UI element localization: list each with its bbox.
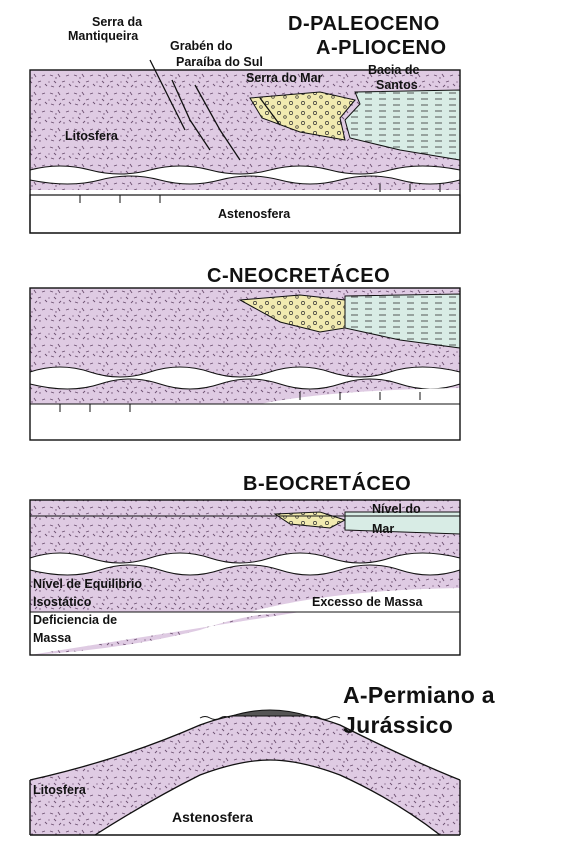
label-paraiba-do-sul: Paraíba do Sul (176, 56, 263, 69)
label-nivel-equilibrio: Nível de Equilibrio (33, 578, 142, 591)
label-graben-do: Grabén do (170, 40, 233, 53)
label-isostatico: Isostático (33, 596, 91, 609)
label-massa: Massa (33, 632, 71, 645)
label-nivel-do: Nível do (372, 503, 421, 516)
panel-d-title-line2: A-PLIOCENO (316, 38, 447, 58)
panel-c-title: C-NEOCRETÁCEO (207, 266, 390, 286)
label-litosfera-a: Litosfera (33, 784, 86, 797)
label-astenosfera-d: Astenosfera (218, 208, 290, 221)
panel-c (30, 288, 460, 440)
panel-a-title-line2: Jurássico (343, 714, 453, 737)
label-deficiencia-de: Deficiencia de (33, 614, 117, 627)
label-litosfera-d: Litosfera (65, 130, 118, 143)
label-excesso-de-massa: Excesso de Massa (312, 596, 423, 609)
label-bacia-de: Bacia de (368, 64, 419, 77)
label-mantiqueira: Mantiqueira (68, 30, 138, 43)
label-astenosfera-a: Astenosfera (172, 810, 253, 824)
panel-b-title: B-EOCRETÁCEO (243, 474, 411, 494)
label-santos: Santos (376, 79, 418, 92)
label-serra-do-mar: Serra do Mar (246, 72, 322, 85)
label-serra-da: Serra da (92, 16, 142, 29)
panel-d-title-line1: D-PALEOCENO (288, 14, 440, 34)
panel-a-title-line1: A-Permiano a (343, 684, 495, 707)
label-mar: Mar (372, 523, 394, 536)
